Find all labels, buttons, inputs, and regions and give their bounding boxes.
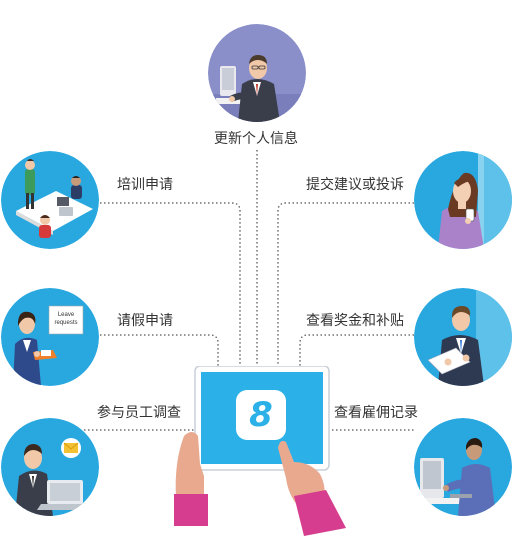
label-employment[interactable]: 查看雇佣记录 [334,405,418,421]
right-hand [278,440,325,506]
app-icon-glyph: 8 [249,395,273,435]
app-icon[interactable] [236,390,286,440]
label-bonus[interactable]: 查看奖金和补贴 [306,313,404,329]
label-leave[interactable]: 请假申请 [117,313,173,329]
connector-leave [100,334,219,368]
leave-illustration: Leave requests [1,288,99,386]
connector-suggestion [277,202,414,368]
connector-training [100,202,241,368]
bonus-illustration [414,288,512,386]
label-training[interactable]: 培训申请 [117,177,173,193]
leave-doc-line2: requests [54,320,77,326]
suggestion-illustration [414,151,512,249]
label-update-info[interactable]: 更新个人信息 [214,131,298,147]
survey-illustration [1,418,99,516]
tablet-app: 8 [174,366,346,536]
left-hand [175,432,204,498]
label-survey[interactable]: 参与员工调查 [97,405,181,421]
update-info-illustration [208,24,306,122]
employment-illustration [414,418,512,516]
left-sleeve [174,494,208,526]
label-suggestion[interactable]: 提交建议或投诉 [306,177,404,193]
leave-doc-line1: Leave [58,312,75,318]
training-illustration [1,151,99,249]
right-sleeve [294,490,346,536]
connector-bonus [299,334,414,368]
